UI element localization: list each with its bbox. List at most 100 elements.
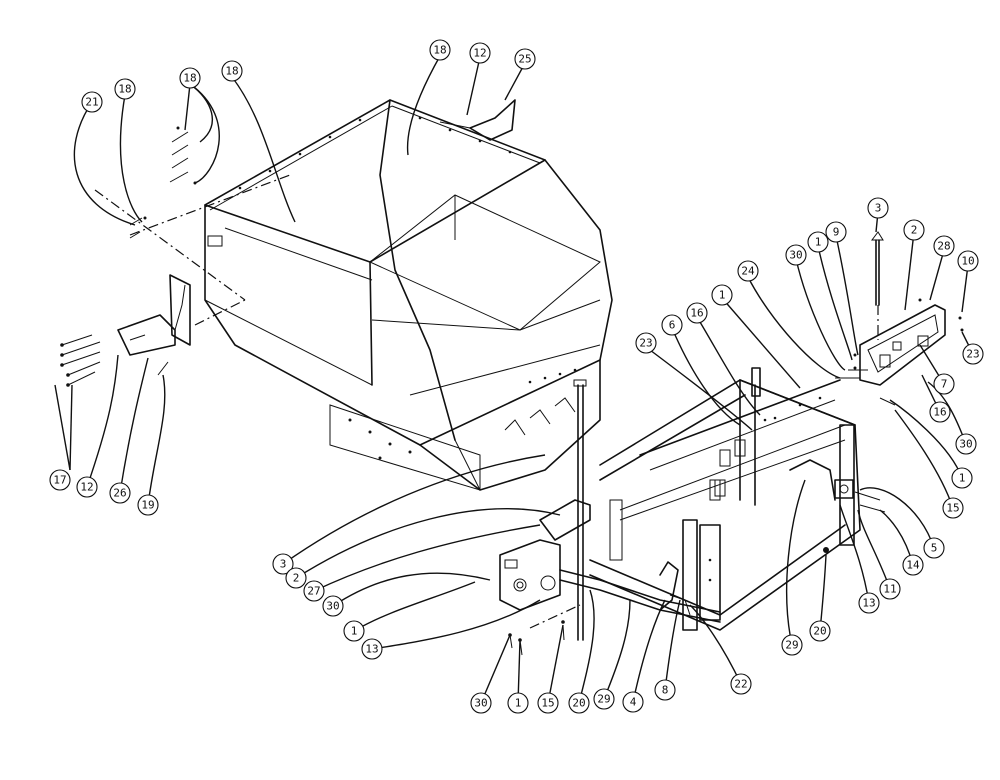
svg-text:7: 7 bbox=[941, 378, 948, 391]
callout-9: 9 bbox=[825, 221, 847, 243]
svg-text:13: 13 bbox=[862, 597, 875, 610]
right-plate-assembly bbox=[835, 231, 964, 406]
callout-25: 25 bbox=[514, 48, 536, 70]
callout-20: 20 bbox=[809, 620, 831, 642]
callout-14: 14 bbox=[902, 554, 924, 576]
callout-30: 30 bbox=[785, 244, 807, 266]
callout-20: 20 bbox=[568, 692, 590, 714]
svg-text:9: 9 bbox=[833, 226, 840, 239]
svg-text:15: 15 bbox=[541, 697, 554, 710]
callout-1: 1 bbox=[343, 620, 365, 642]
callout-11: 11 bbox=[879, 578, 901, 600]
callout-6: 6 bbox=[661, 314, 683, 336]
callout-1: 1 bbox=[807, 231, 829, 253]
callout-23: 23 bbox=[635, 332, 657, 354]
top-bracket-part bbox=[439, 99, 516, 141]
bottom-fasteners bbox=[508, 604, 581, 656]
svg-text:30: 30 bbox=[474, 697, 487, 710]
svg-text:8: 8 bbox=[662, 684, 669, 697]
callout-21: 21 bbox=[81, 91, 103, 113]
left-bracket-assembly bbox=[60, 126, 291, 387]
callout-16: 16 bbox=[686, 302, 708, 324]
callout-1: 1 bbox=[951, 467, 973, 489]
callout-18: 18 bbox=[114, 78, 136, 100]
callout-3: 3 bbox=[272, 553, 294, 575]
callout-18: 18 bbox=[179, 67, 201, 89]
svg-text:6: 6 bbox=[669, 319, 676, 332]
svg-text:19: 19 bbox=[141, 499, 154, 512]
svg-text:16: 16 bbox=[933, 406, 946, 419]
svg-text:18: 18 bbox=[118, 83, 131, 96]
callout-5: 5 bbox=[923, 537, 945, 559]
callout-16: 16 bbox=[929, 401, 951, 423]
callout-24: 24 bbox=[737, 260, 759, 282]
callout-30: 30 bbox=[955, 433, 977, 455]
callout-26: 26 bbox=[109, 482, 131, 504]
svg-text:16: 16 bbox=[690, 307, 703, 320]
svg-text:17: 17 bbox=[53, 474, 66, 487]
callout-13: 13 bbox=[361, 638, 383, 660]
callout-18: 18 bbox=[429, 39, 451, 61]
svg-text:1: 1 bbox=[959, 472, 966, 485]
callout-23: 23 bbox=[962, 343, 984, 365]
svg-text:12: 12 bbox=[80, 481, 93, 494]
right-lower-hardware bbox=[789, 459, 886, 553]
svg-text:1: 1 bbox=[815, 236, 822, 249]
svg-text:20: 20 bbox=[813, 625, 826, 638]
callout-3: 3 bbox=[867, 197, 889, 219]
svg-text:24: 24 bbox=[741, 265, 755, 278]
callout-1: 1 bbox=[507, 692, 529, 714]
svg-text:25: 25 bbox=[518, 53, 531, 66]
svg-text:27: 27 bbox=[307, 585, 320, 598]
frame-assembly bbox=[589, 367, 861, 631]
svg-text:3: 3 bbox=[875, 202, 882, 215]
svg-text:5: 5 bbox=[931, 542, 938, 555]
svg-text:12: 12 bbox=[473, 47, 486, 60]
svg-text:18: 18 bbox=[433, 44, 446, 57]
callout-10: 10 bbox=[957, 250, 979, 272]
svg-text:30: 30 bbox=[326, 600, 339, 613]
svg-text:18: 18 bbox=[183, 72, 196, 85]
svg-text:23: 23 bbox=[639, 337, 652, 350]
svg-text:10: 10 bbox=[961, 255, 974, 268]
callout-18: 18 bbox=[221, 60, 243, 82]
callout-4: 4 bbox=[622, 691, 644, 713]
svg-text:18: 18 bbox=[225, 65, 238, 78]
callout-28: 28 bbox=[933, 235, 955, 257]
callout-15: 15 bbox=[537, 692, 559, 714]
svg-text:2: 2 bbox=[293, 572, 300, 585]
callout-29: 29 bbox=[593, 688, 615, 710]
callout-27: 27 bbox=[303, 580, 325, 602]
callout-15: 15 bbox=[942, 497, 964, 519]
svg-text:1: 1 bbox=[719, 289, 726, 302]
svg-text:4: 4 bbox=[630, 696, 637, 709]
callout-22: 22 bbox=[730, 673, 752, 695]
callout-labels: 21 18 18 18 18 12 25 3 2 28 10 9 1 30 24… bbox=[49, 39, 984, 714]
hopper-body bbox=[204, 99, 613, 491]
svg-text:22: 22 bbox=[734, 678, 747, 691]
callout-17: 17 bbox=[49, 469, 71, 491]
callout-19: 19 bbox=[137, 494, 159, 516]
svg-text:15: 15 bbox=[946, 502, 959, 515]
callout-7: 7 bbox=[933, 373, 955, 395]
callout-29: 29 bbox=[781, 634, 803, 656]
callout-30: 30 bbox=[470, 692, 492, 714]
callout-1: 1 bbox=[711, 284, 733, 306]
svg-text:30: 30 bbox=[789, 249, 802, 262]
svg-text:23: 23 bbox=[966, 348, 979, 361]
svg-text:28: 28 bbox=[937, 240, 950, 253]
callout-2: 2 bbox=[903, 219, 925, 241]
callout-2: 2 bbox=[285, 567, 307, 589]
svg-text:14: 14 bbox=[906, 559, 920, 572]
callout-8: 8 bbox=[654, 679, 676, 701]
callout-12: 12 bbox=[469, 42, 491, 64]
svg-text:26: 26 bbox=[113, 487, 126, 500]
callout-30: 30 bbox=[322, 595, 344, 617]
svg-text:1: 1 bbox=[515, 697, 522, 710]
svg-text:13: 13 bbox=[365, 643, 378, 656]
svg-text:21: 21 bbox=[85, 96, 98, 109]
svg-text:1: 1 bbox=[351, 625, 358, 638]
svg-text:30: 30 bbox=[959, 438, 972, 451]
